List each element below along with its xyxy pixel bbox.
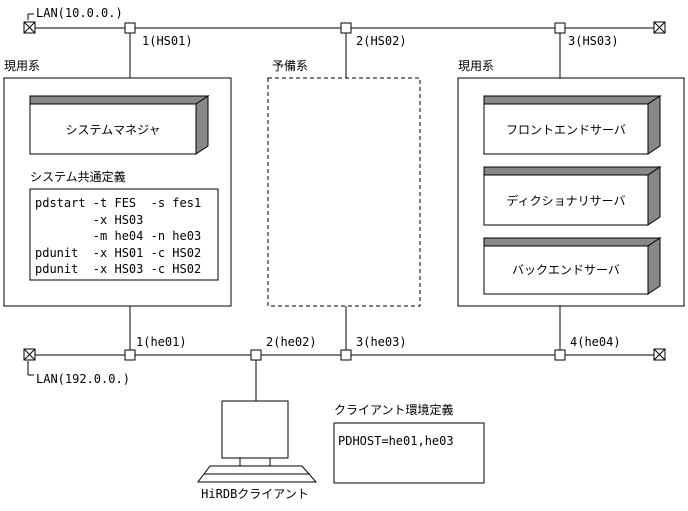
lan-bottom-label: LAN(192.0.0.) <box>36 372 130 386</box>
lan-bottom-port-label-3: 3(he03) <box>356 335 407 349</box>
lan-bottom-left-terminator <box>23 348 36 361</box>
frontend-server-box <box>483 95 662 155</box>
right-system-label: 現用系 <box>458 59 494 73</box>
common-def-box <box>29 188 219 281</box>
lan-top-left-terminator <box>23 21 36 34</box>
lan-bottom-port-label-4: 4(he04) <box>570 335 621 349</box>
dictionary-server-box <box>483 166 662 226</box>
client-label: HiRDBクライアント <box>201 487 309 501</box>
common-def-title: システム共通定義 <box>30 169 126 184</box>
lan-bottom-port-2 <box>250 349 262 361</box>
lan-top-right-terminator <box>653 21 666 34</box>
left-system-label: 現用系 <box>4 59 40 73</box>
frontend-server-label: フロントエンドサーバ <box>506 123 626 137</box>
lan-top-port-1 <box>124 22 136 34</box>
client-computer-icon <box>197 400 318 483</box>
client-env-box <box>333 422 485 484</box>
lan-bottom-port-label-2: 2(he02) <box>266 335 317 349</box>
standby-system-box <box>267 77 421 307</box>
lan-bottom-port-4 <box>554 349 566 361</box>
dictionary-server-label: ディクショナリサーバ <box>506 193 625 208</box>
common-def-line-1: pdstart -t FES -s fes1 <box>35 196 201 210</box>
backend-server-label: バックエンドサーバ <box>512 263 620 277</box>
common-def-line-2: -x HS03 <box>35 213 143 227</box>
standby-system-label: 予備系 <box>272 58 308 73</box>
lan-top-port-label-1: 1(HS01) <box>142 34 193 48</box>
lan-top-port-label-3: 3(HS03) <box>568 34 619 48</box>
lan-top-port-3 <box>554 22 566 34</box>
common-def-line-5: pdunit -x HS03 -c HS02 <box>35 262 201 276</box>
lan-top-port-2 <box>340 22 352 34</box>
lan-bottom-right-terminator <box>653 348 666 361</box>
common-def-line-4: pdunit -x HS01 -c HS02 <box>35 246 201 260</box>
backend-server-box <box>483 237 662 295</box>
client-env-value: PDHOST=he01,he03 <box>338 434 454 448</box>
lan-bottom-port-3 <box>340 349 352 361</box>
lan-top-label: LAN(10.0.0.) <box>36 6 123 20</box>
client-env-title: クライアント環境定義 <box>334 402 454 417</box>
system-manager-box <box>29 95 210 155</box>
common-def-line-3: -m he04 -n he03 <box>35 229 201 243</box>
lan-bottom-port-label-1: 1(he01) <box>136 335 187 349</box>
system-manager-label: システムマネジャ <box>65 123 160 137</box>
lan-bottom-port-1 <box>124 349 136 361</box>
lan-top-port-label-2: 2(HS02) <box>356 34 407 48</box>
